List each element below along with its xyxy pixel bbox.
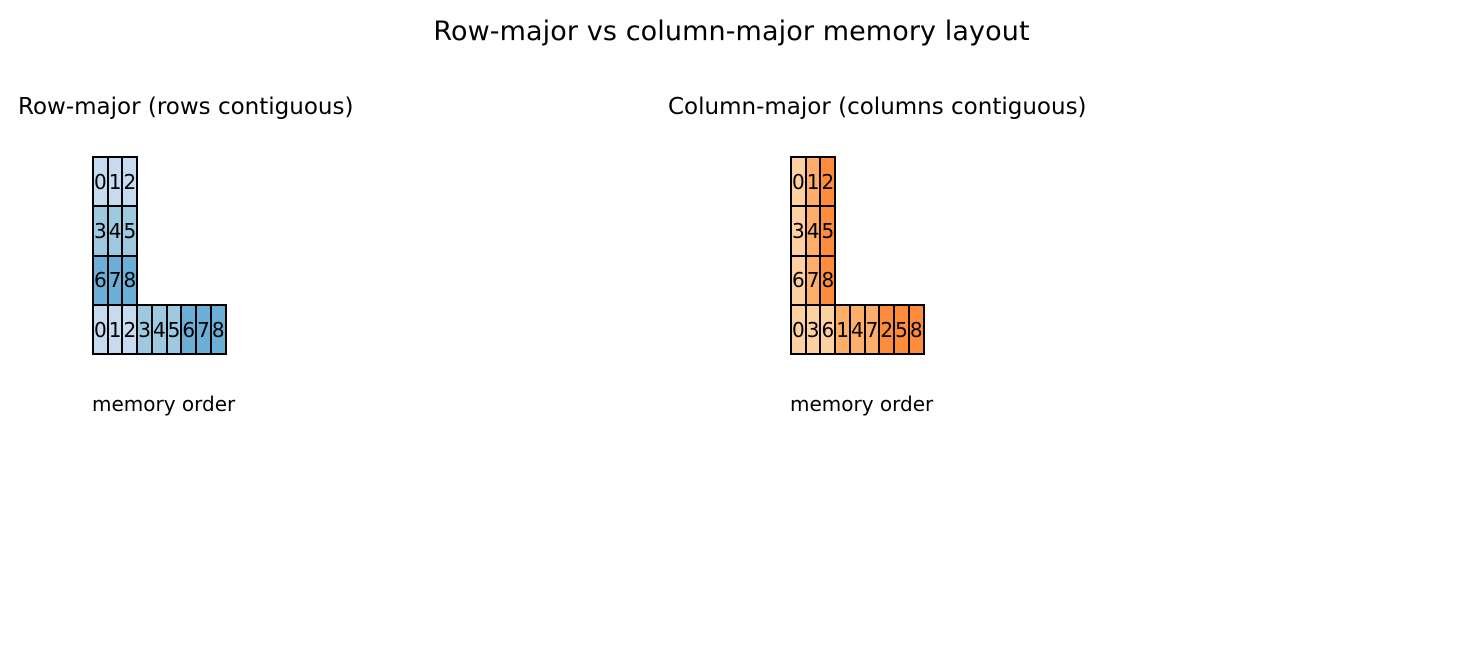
panel-title-row-major: Row-major (rows contiguous): [18, 94, 354, 120]
memory-cell: 1: [106, 303, 124, 356]
matrix-cell: 0: [790, 155, 807, 208]
memory-cell: 2: [878, 303, 896, 356]
memory-cell: 3: [136, 303, 153, 356]
matrix-cell: 3: [790, 205, 807, 257]
memory-cell: 3: [804, 303, 822, 356]
memory-cell: 0: [92, 303, 109, 356]
matrix-cell: 5: [121, 205, 139, 257]
memory-cell: 4: [848, 303, 866, 356]
memory-cell: 0: [790, 303, 807, 356]
matrix-cell: 4: [106, 205, 124, 257]
memory-cell: 7: [195, 303, 212, 356]
memory-cell: 8: [907, 303, 925, 356]
matrix-cell: 1: [804, 155, 822, 208]
matrix-cell: 8: [121, 254, 139, 306]
memory-cell: 2: [121, 303, 139, 356]
memory-cell: 6: [819, 303, 837, 356]
memory-cell: 6: [180, 303, 198, 356]
matrix-cell: 7: [106, 254, 124, 306]
panel-title-col-major: Column-major (columns contiguous): [668, 94, 1087, 120]
page-title: Row-major vs column-major memory layout: [433, 16, 1030, 47]
matrix-cell: 1: [106, 155, 124, 208]
memory-cell: 7: [863, 303, 881, 356]
memory-cell: 4: [150, 303, 168, 356]
matrix-cell: 8: [819, 254, 837, 306]
matrix-cell: 2: [121, 155, 139, 208]
matrix-cell: 0: [92, 155, 109, 208]
memory-cell: 5: [165, 303, 183, 356]
matrix-cell: 4: [804, 205, 822, 257]
memory-cell: 5: [893, 303, 910, 356]
matrix-cell: 6: [790, 254, 807, 306]
matrix-cell: 7: [804, 254, 822, 306]
matrix-cell: 5: [819, 205, 837, 257]
memory-cell: 8: [209, 303, 227, 356]
memory-order-caption-row-major: memory order: [92, 392, 236, 416]
matrix-cell: 3: [92, 205, 109, 257]
matrix-cell: 6: [92, 254, 109, 306]
memory-cell: 1: [834, 303, 851, 356]
matrix-cell: 2: [819, 155, 837, 208]
memory-order-caption-col-major: memory order: [790, 392, 934, 416]
